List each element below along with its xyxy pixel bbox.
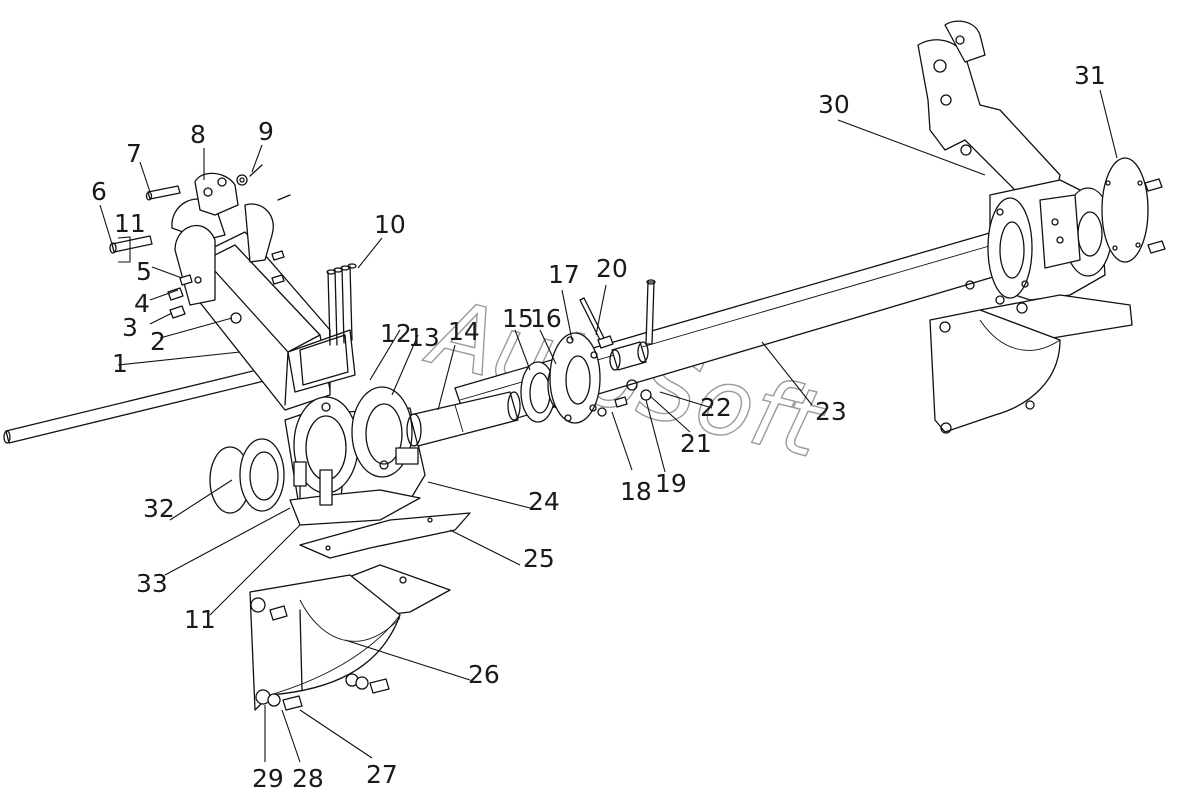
- bolts-10: [326, 263, 357, 346]
- callout-15: 15: [502, 304, 534, 333]
- callout-14: 14: [448, 317, 480, 346]
- leader-lines: [99, 89, 1118, 763]
- callout-12: 12: [380, 319, 412, 348]
- callout-13: 13: [408, 323, 440, 352]
- callout-23: 23: [815, 397, 847, 426]
- callout-11b: 11: [184, 605, 216, 634]
- callout-9: 9: [258, 117, 274, 146]
- callout-17: 17: [548, 260, 580, 289]
- callout-16: 16: [530, 304, 562, 333]
- callout-31: 31: [1074, 61, 1106, 90]
- callout-28: 28: [292, 764, 324, 793]
- callout-11a: 11: [114, 209, 146, 238]
- flange-17: [549, 332, 601, 424]
- gearbox-housing: [284, 386, 426, 526]
- seals-32-33: [209, 438, 285, 514]
- callout-32: 32: [143, 494, 175, 523]
- callout-10: 10: [374, 210, 406, 239]
- left-small-hardware: [167, 164, 291, 319]
- callout-30: 30: [818, 90, 850, 119]
- gasket-25: [299, 512, 471, 559]
- callout-19: 19: [655, 469, 687, 498]
- callout-1: 1: [112, 349, 128, 378]
- callout-18: 18: [620, 477, 652, 506]
- callout-4: 4: [134, 289, 150, 318]
- input-shaft: [406, 391, 521, 447]
- left-shaft: [3, 361, 294, 444]
- callout-5: 5: [136, 257, 152, 286]
- callout-2: 2: [150, 327, 166, 356]
- hitch-pins: [109, 185, 181, 254]
- callout-21: 21: [680, 429, 712, 458]
- guard-bolts: [250, 597, 390, 711]
- callout-8: 8: [190, 120, 206, 149]
- guard-26: [249, 564, 451, 711]
- callout-6: 6: [91, 177, 107, 206]
- callout-22: 22: [700, 393, 732, 422]
- callout-20: 20: [596, 254, 628, 283]
- callout-7: 7: [126, 139, 142, 168]
- left-hitch-frame: [171, 172, 356, 411]
- coupling-hardware: [579, 279, 656, 417]
- callout-26: 26: [468, 660, 500, 689]
- callout-24: 24: [528, 487, 560, 516]
- callout-29: 29: [252, 764, 284, 793]
- callout-3: 3: [122, 313, 138, 342]
- right-hitch-assembly: [917, 20, 1166, 434]
- callout-numbers: 1 2 3 4 5 6 7 8 9 10 11 11 12 13 14 15 1…: [91, 61, 1106, 793]
- callout-25: 25: [523, 544, 555, 573]
- callout-33: 33: [136, 569, 168, 598]
- callout-27: 27: [366, 760, 398, 789]
